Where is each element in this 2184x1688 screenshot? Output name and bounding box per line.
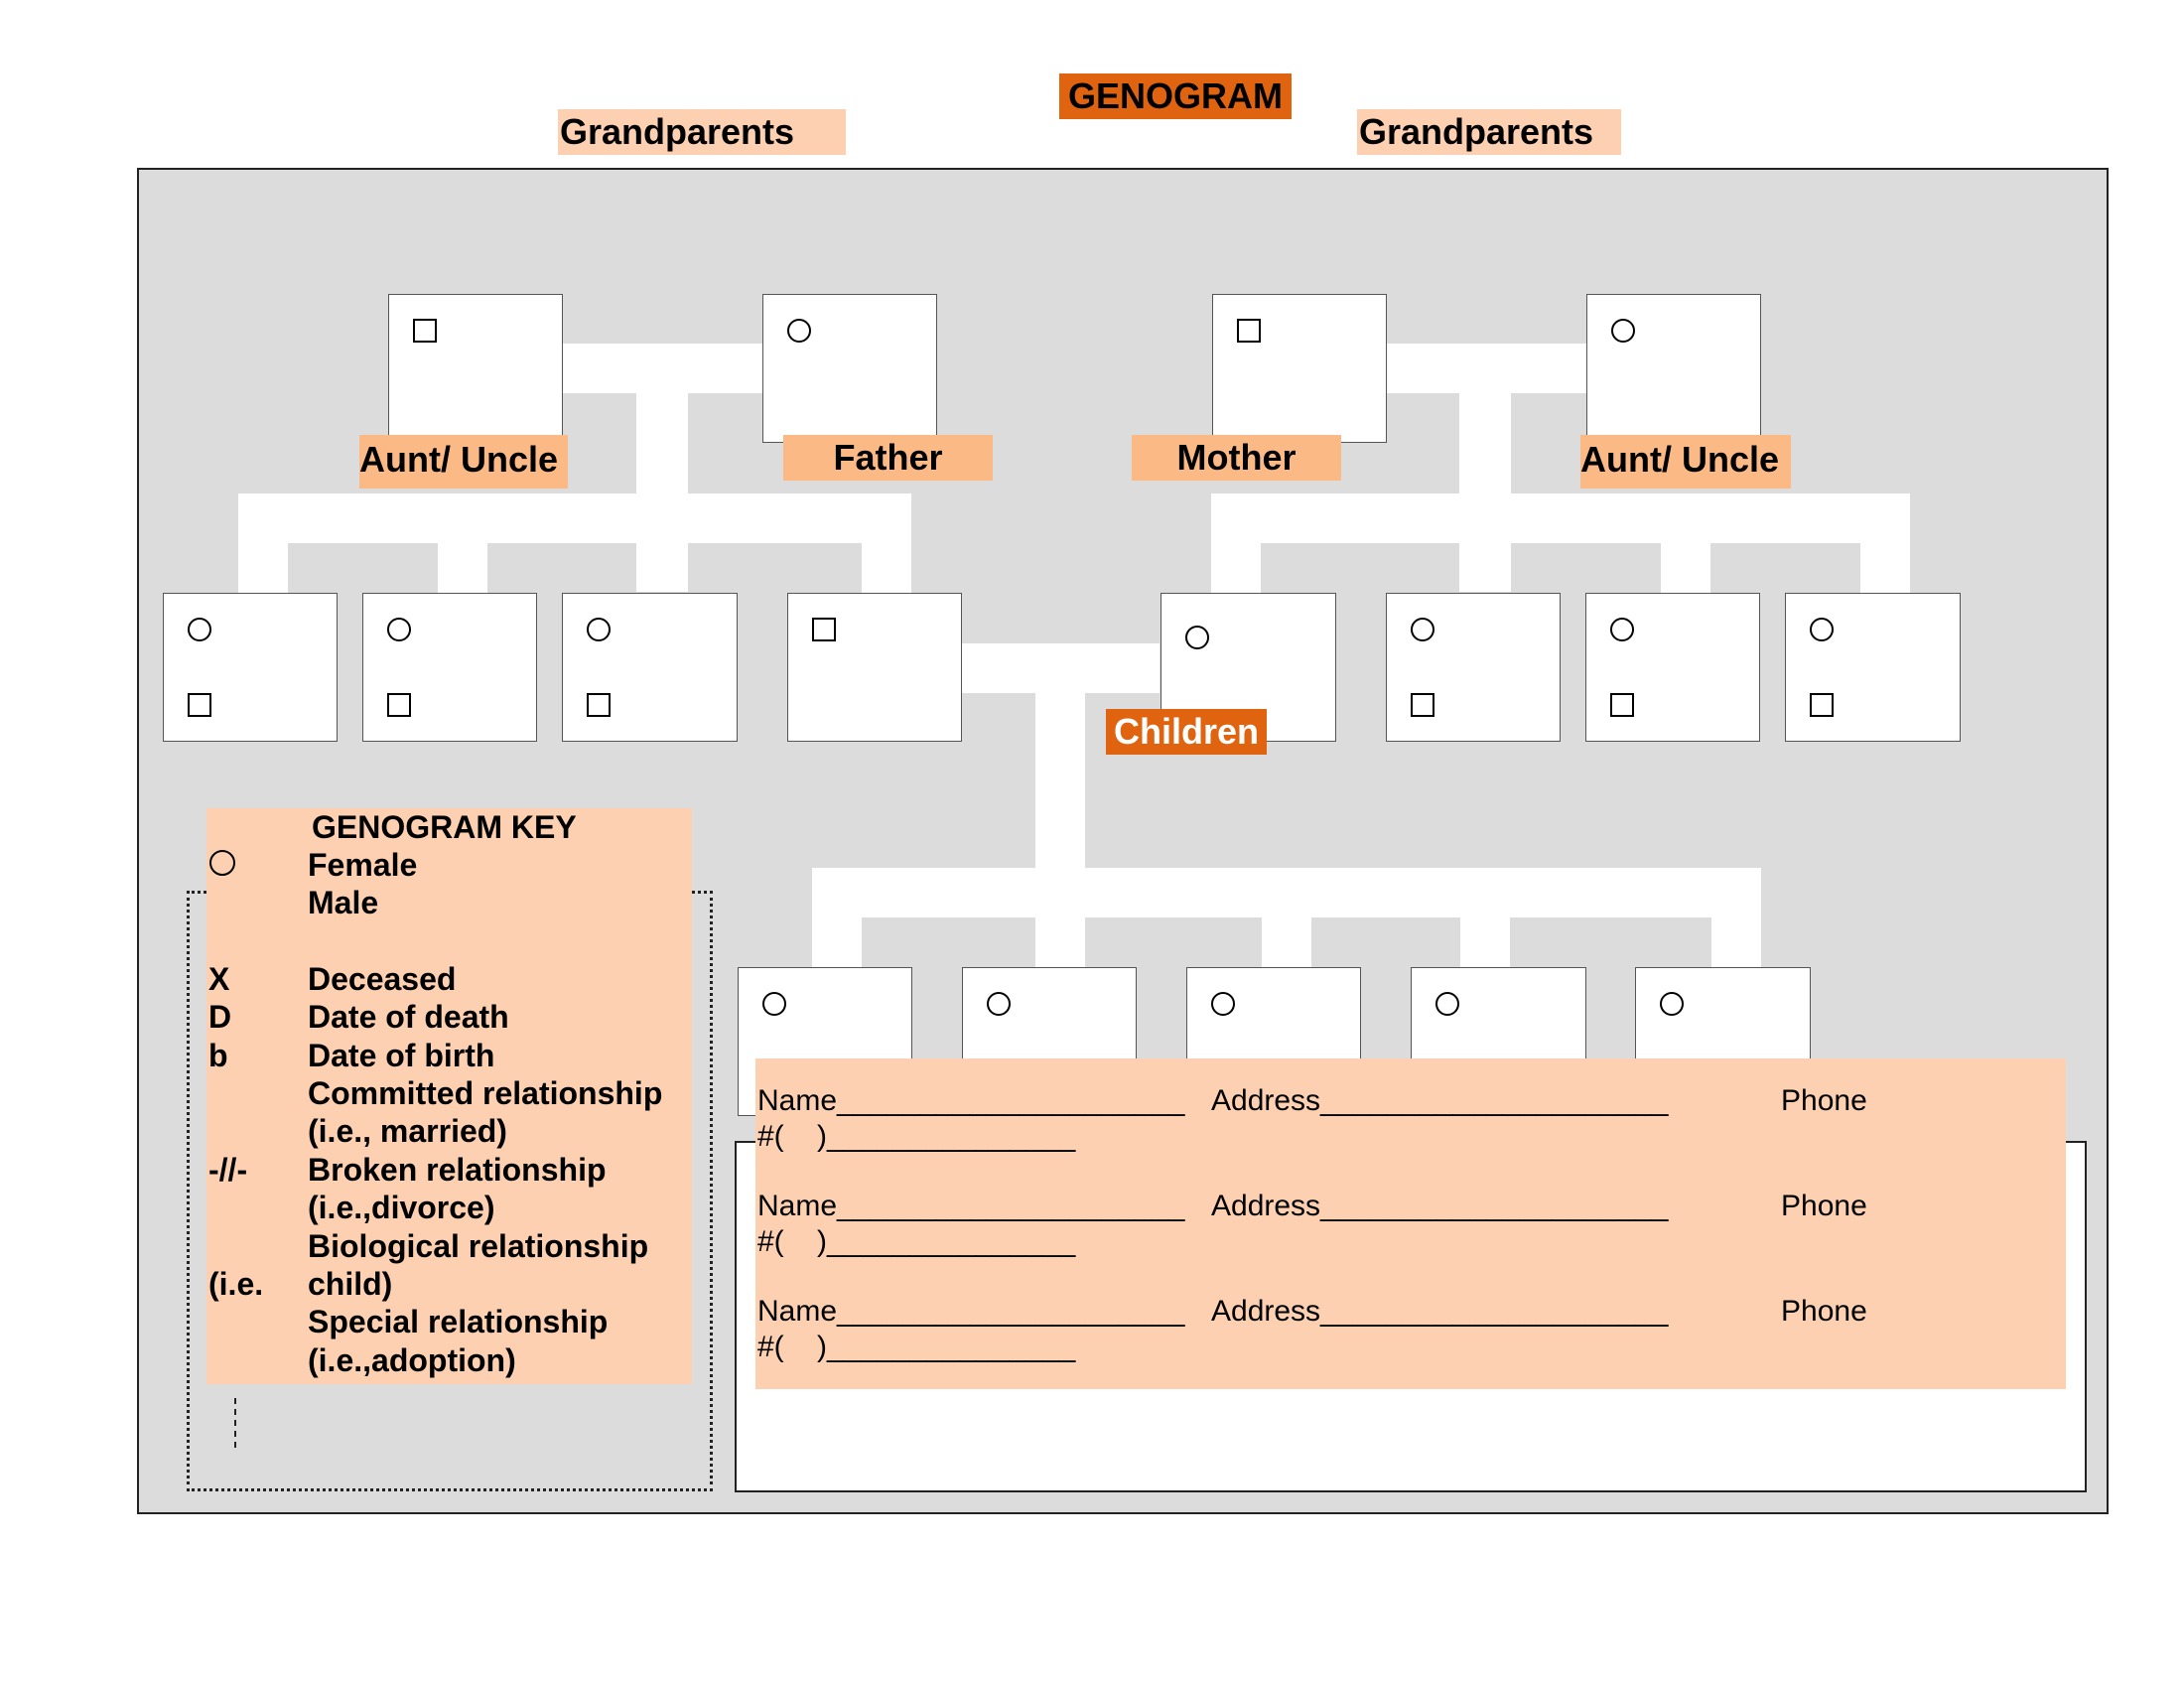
aunt-uncle-box-5[interactable] xyxy=(1585,593,1760,742)
aunt-uncle-box-2[interactable] xyxy=(362,593,537,742)
female-circle-icon xyxy=(1185,626,1209,649)
key-text: Date of birth xyxy=(308,1038,495,1073)
key-symbol: b xyxy=(208,1038,228,1073)
contact-info: Name_____________________ Address_______… xyxy=(755,1058,2066,1389)
key-text: Deceased xyxy=(308,961,457,997)
phone-label: Phone xyxy=(1781,1190,1867,1222)
father-label: Father xyxy=(783,435,993,481)
key-text: Special relationship xyxy=(308,1304,609,1339)
female-circle-icon xyxy=(188,618,211,641)
genogram-key: GENOGRAM KEY Female Male X Deceased D Date… xyxy=(206,808,692,1384)
key-text: (i.e.,divorce) xyxy=(308,1190,495,1225)
name-field[interactable]: Name_____________________ xyxy=(757,1190,1185,1222)
phone-field[interactable]: #( )_______________ xyxy=(757,1225,1076,1258)
aunt-uncle-left-label: Aunt/ Uncle xyxy=(359,435,568,489)
name-field[interactable]: Name_____________________ xyxy=(757,1295,1185,1328)
genogram-title: GENOGRAM xyxy=(1059,73,1292,119)
key-text: Broken relationship xyxy=(308,1152,607,1188)
male-square-icon xyxy=(387,693,411,717)
grandparents-right-label: Grandparents xyxy=(1357,109,1621,155)
dashed-line-icon xyxy=(234,1398,236,1448)
male-square-icon xyxy=(188,693,211,717)
female-circle-icon xyxy=(1211,992,1235,1016)
key-text: (i.e.,adoption) xyxy=(308,1342,516,1378)
address-field[interactable]: Address_____________________ xyxy=(1211,1295,1669,1328)
female-circle-icon xyxy=(1810,618,1834,641)
address-field[interactable]: Address_____________________ xyxy=(1211,1084,1669,1117)
female-circle-icon xyxy=(587,618,611,641)
female-circle-icon xyxy=(987,992,1011,1016)
female-circle-icon xyxy=(1611,319,1635,343)
key-symbol: D xyxy=(208,999,232,1035)
female-circle-icon xyxy=(1411,618,1434,641)
male-square-icon xyxy=(812,618,836,641)
female-circle-icon xyxy=(1435,992,1459,1016)
female-circle-icon xyxy=(762,992,786,1016)
aunt-uncle-box-3[interactable] xyxy=(562,593,738,742)
male-square-icon xyxy=(1237,319,1261,343)
key-symbol: -//- xyxy=(208,1152,248,1188)
aunt-uncle-right-label: Aunt/ Uncle xyxy=(1580,435,1791,489)
male-square-icon xyxy=(1810,693,1834,717)
male-square-icon xyxy=(1411,693,1434,717)
key-text: Biological relationship xyxy=(308,1228,649,1264)
phone-field[interactable]: #( )_______________ xyxy=(757,1120,1076,1153)
phone-label: Phone xyxy=(1781,1084,1867,1117)
female-circle-icon xyxy=(787,319,811,343)
phone-label: Phone xyxy=(1781,1295,1867,1328)
grandmother-left-box[interactable] xyxy=(762,294,937,443)
female-circle-icon xyxy=(209,850,235,876)
female-circle-icon xyxy=(1610,618,1634,641)
key-text: Date of death xyxy=(308,999,509,1035)
female-circle-icon xyxy=(1660,992,1684,1016)
key-symbol: (i.e. xyxy=(208,1266,264,1302)
grandfather-right-box[interactable] xyxy=(1212,294,1387,443)
key-text: Committed relationship xyxy=(308,1075,663,1111)
key-text: Male xyxy=(308,885,379,920)
name-field[interactable]: Name_____________________ xyxy=(757,1084,1185,1117)
grandparents-left-label: Grandparents xyxy=(558,109,846,155)
male-square-icon xyxy=(1610,693,1634,717)
phone-field[interactable]: #( )_______________ xyxy=(757,1331,1076,1363)
key-text: Female xyxy=(308,847,418,883)
key-heading: GENOGRAM KEY xyxy=(312,809,577,845)
children-label: Children xyxy=(1106,709,1267,755)
key-text: child) xyxy=(308,1266,393,1302)
key-symbol: X xyxy=(208,961,230,997)
grandmother-right-box[interactable] xyxy=(1586,294,1761,443)
key-text: (i.e., married) xyxy=(308,1113,507,1149)
female-circle-icon xyxy=(387,618,411,641)
male-square-icon xyxy=(587,693,611,717)
mother-label: Mother xyxy=(1132,435,1341,481)
aunt-uncle-box-4[interactable] xyxy=(1386,593,1561,742)
male-square-icon xyxy=(413,319,437,343)
father-box[interactable] xyxy=(787,593,962,742)
aunt-uncle-box-1[interactable] xyxy=(163,593,338,742)
aunt-uncle-box-6[interactable] xyxy=(1785,593,1961,742)
grandfather-left-box[interactable] xyxy=(388,294,563,443)
address-field[interactable]: Address_____________________ xyxy=(1211,1190,1669,1222)
